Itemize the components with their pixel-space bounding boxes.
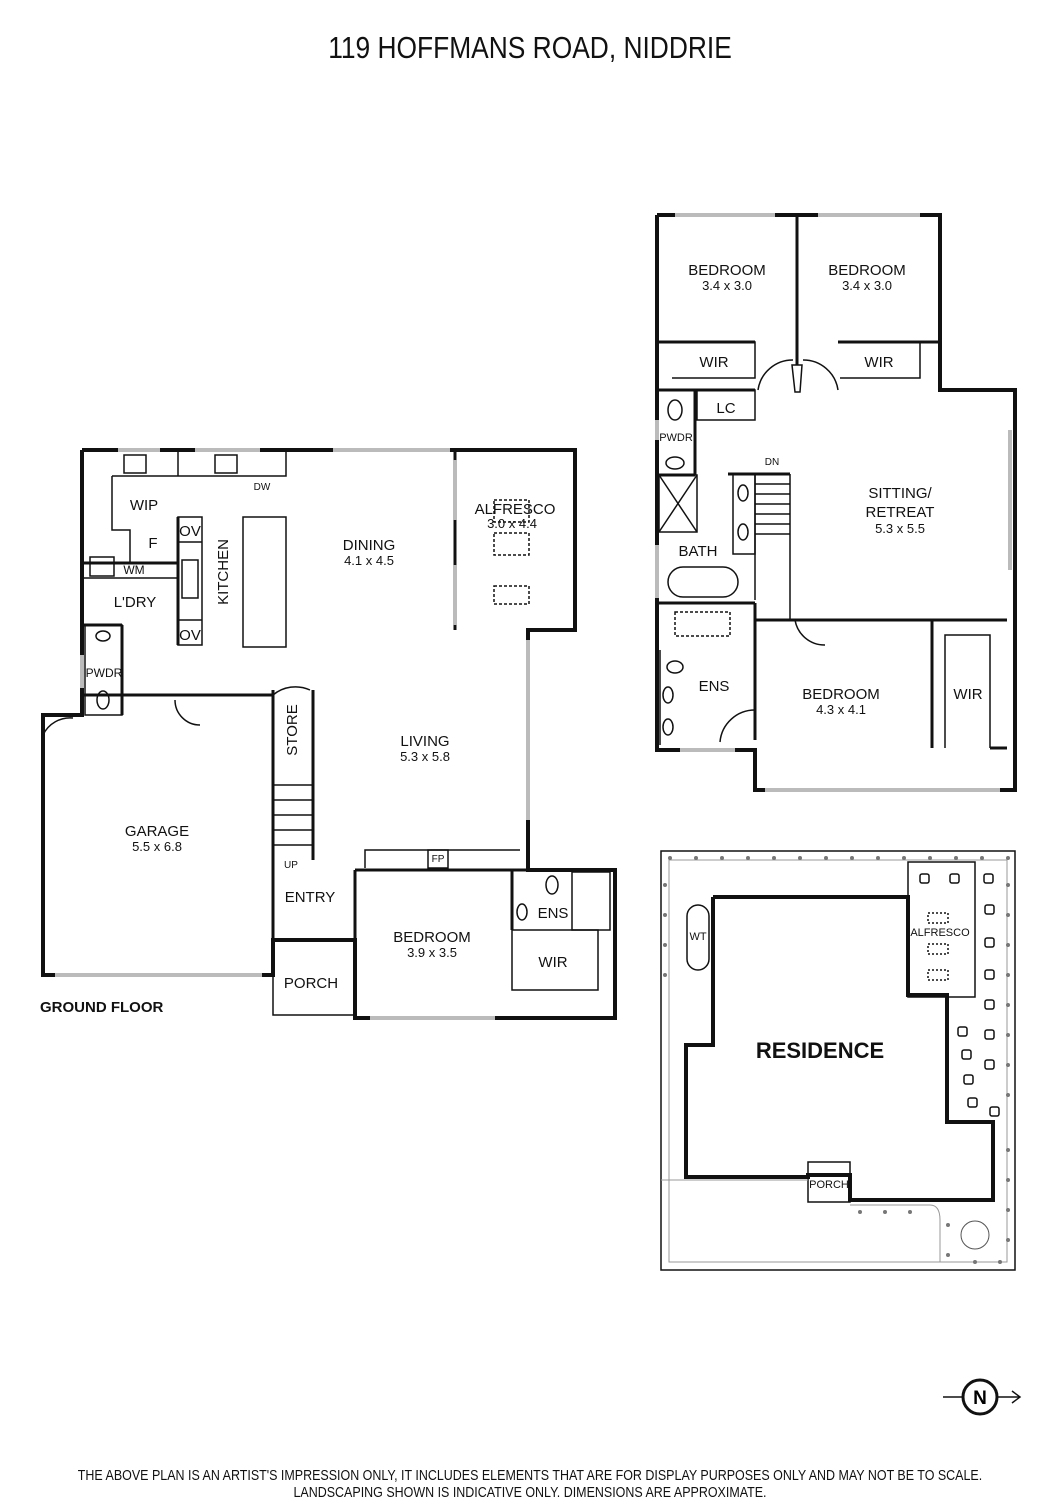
- disclaimer-line-1: THE ABOVE PLAN IS AN ARTIST'S IMPRESSION…: [77, 1468, 983, 1484]
- room-label-garage: GARAGE: [125, 823, 189, 840]
- room-dim-living: 5.3 x 5.8: [400, 749, 450, 764]
- room-label-living: LIVING: [400, 733, 449, 750]
- room-label-store: STORE: [284, 704, 301, 755]
- north-label: N: [973, 1388, 987, 1409]
- oven-label-2: OV: [179, 627, 201, 644]
- north-arrow: N: [943, 1378, 1022, 1416]
- site-label-water-tank: WT: [689, 931, 706, 943]
- room-label-wir-2: WIR: [864, 354, 893, 371]
- ground-floor-plan: [41, 448, 617, 1020]
- room-dim-garage: 5.5 x 6.8: [132, 839, 182, 854]
- room-label-kitchen: KITCHEN: [215, 539, 232, 605]
- room-dim-sitting: 5.3 x 5.5: [875, 521, 925, 536]
- ground-floor-outer-wall: [41, 448, 617, 1020]
- room-dim-bedroom-1: 3.4 x 3.0: [702, 278, 752, 293]
- room-label-retreat: RETREAT: [866, 504, 935, 521]
- room-dim-dining: 4.1 x 4.5: [344, 553, 394, 568]
- site-label-porch: PORCH: [809, 1179, 849, 1191]
- room-label-ensuite-upper: ENS: [699, 678, 730, 695]
- room-dim-bedroom-3: 4.3 x 4.1: [816, 702, 866, 717]
- disclaimer-line-2: LANDSCAPING SHOWN IS INDICATIVE ONLY. DI…: [293, 1485, 767, 1501]
- room-label-bedroom: BEDROOM: [393, 929, 471, 946]
- disclaimer: THE ABOVE PLAN IS AN ARTIST'S IMPRESSION…: [74, 1468, 986, 1502]
- hedge-shrubs: [663, 856, 1010, 1264]
- upper-floor-labels: BEDROOM 3.4 x 3.0 BEDROOM 3.4 x 3.0 WIR …: [659, 262, 983, 717]
- room-label-laundry: L'DRY: [114, 594, 157, 611]
- floor-label-ground: GROUND FLOOR: [40, 999, 163, 1016]
- room-label-entry: ENTRY: [285, 889, 336, 906]
- room-label-dining: DINING: [343, 537, 396, 554]
- room-label-sitting: SITTING/: [868, 485, 932, 502]
- room-label-porch: PORCH: [284, 975, 338, 992]
- room-dim-bedroom: 3.9 x 3.5: [407, 945, 457, 960]
- stair-down-label: DN: [765, 457, 779, 468]
- stair-up-label: UP: [284, 860, 298, 871]
- fireplace-label: FP: [432, 854, 445, 865]
- ground-floor-labels: WIP F WM L'DRY PWDR OV OV KITCHEN DW DIN…: [40, 482, 568, 1016]
- room-label-wir-1: WIR: [699, 354, 728, 371]
- room-label-wm: WM: [123, 563, 144, 577]
- room-label-powder: PWDR: [86, 666, 123, 680]
- room-label-wir: WIR: [538, 954, 567, 971]
- room-label-bedroom-3: BEDROOM: [802, 686, 880, 703]
- dishwasher-label: DW: [254, 482, 271, 493]
- site-label-residence: RESIDENCE: [756, 1038, 884, 1063]
- room-label-alfresco: ALFRESCO: [475, 501, 556, 518]
- room-dim-bedroom-2: 3.4 x 3.0: [842, 278, 892, 293]
- upper-floor-plan: [655, 213, 1017, 792]
- plan-title: 119 HOFFMANS ROAD, NIDDRIE: [328, 30, 732, 65]
- room-label-bedroom-1: BEDROOM: [688, 262, 766, 279]
- site-label-alfresco: ALFRESCO: [910, 927, 970, 939]
- room-label-wir-3: WIR: [953, 686, 982, 703]
- room-label-bath: BATH: [679, 543, 718, 560]
- site-plan: RESIDENCE ALFRESCO PORCH WT: [660, 850, 1016, 1271]
- linen-cupboard-label: LC: [716, 400, 735, 417]
- room-label-powder-upper: PWDR: [659, 432, 693, 444]
- oven-label-1: OV: [179, 523, 201, 540]
- room-label-fridge: F: [148, 535, 157, 552]
- room-label-wip: WIP: [130, 497, 158, 514]
- room-label-ensuite: ENS: [538, 905, 569, 922]
- room-label-bedroom-2: BEDROOM: [828, 262, 906, 279]
- room-dim-alfresco: 3.0 x 4.4: [487, 516, 537, 531]
